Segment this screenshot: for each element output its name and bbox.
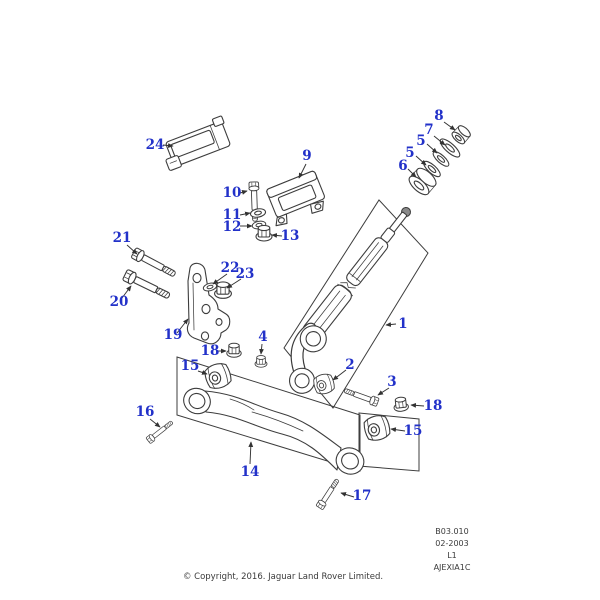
leader-21 bbox=[126, 244, 138, 255]
leader-5a bbox=[426, 143, 438, 154]
leader-1 bbox=[385, 322, 397, 327]
callout-15-right: 15 bbox=[404, 423, 423, 439]
sheet-code: L1 bbox=[447, 551, 457, 560]
leader-4 bbox=[259, 343, 264, 355]
drawing-code: B03.010 bbox=[435, 527, 469, 536]
callout-10: 10 bbox=[223, 185, 242, 201]
nut-13 bbox=[255, 224, 273, 242]
callout-12: 12 bbox=[223, 219, 242, 235]
nut-23 bbox=[214, 281, 232, 299]
callout-3: 3 bbox=[387, 374, 396, 390]
drawing-info-block: B03.010 02-2003 L1 AJEXIA1C bbox=[408, 526, 496, 574]
leader-9 bbox=[298, 163, 307, 179]
leader-lines bbox=[121, 121, 456, 498]
callout-2: 2 bbox=[345, 357, 354, 373]
leader-23 bbox=[226, 278, 242, 289]
callout-7: 7 bbox=[424, 122, 433, 138]
leader-16 bbox=[149, 418, 161, 428]
leader-8 bbox=[443, 121, 456, 131]
copyright-line: © Copyright, 2016. Jaguar Land Rover Lim… bbox=[182, 572, 384, 582]
bolt-17 bbox=[315, 477, 342, 511]
bushing-2 bbox=[311, 371, 337, 397]
leader-18-right bbox=[410, 402, 425, 408]
leader-5b bbox=[415, 155, 427, 166]
callout-17: 17 bbox=[353, 488, 372, 504]
callout-22: 22 bbox=[221, 260, 240, 276]
damper-assembly-box bbox=[283, 199, 429, 409]
callout-18-left: 18 bbox=[201, 343, 220, 359]
nut-4 bbox=[254, 355, 268, 368]
mounting-bracket-24 bbox=[165, 115, 231, 171]
callout-8: 8 bbox=[434, 108, 443, 124]
date-code: 02-2003 bbox=[435, 539, 469, 548]
callout-5a: 5 bbox=[416, 133, 425, 149]
leader-6 bbox=[407, 168, 417, 178]
bushing-8 bbox=[449, 122, 473, 147]
callout-labels: 1 2 3 4 5 5 6 7 8 9 10 11 12 13 14 15 15… bbox=[110, 108, 444, 504]
bolt-20 bbox=[121, 268, 173, 303]
leader-3 bbox=[377, 387, 390, 396]
leader-19 bbox=[176, 318, 189, 334]
callout-21: 21 bbox=[113, 230, 132, 246]
leader-11 bbox=[239, 211, 251, 217]
leader-17 bbox=[340, 492, 355, 498]
callout-18-right: 18 bbox=[424, 398, 443, 414]
leader-15-right bbox=[390, 427, 406, 433]
callout-19: 19 bbox=[164, 327, 183, 343]
nut-18-right bbox=[392, 396, 410, 413]
ref-code: AJEXIA1C bbox=[433, 563, 471, 572]
nut-18-left bbox=[226, 342, 242, 358]
leader-2 bbox=[332, 369, 347, 381]
bolt-21 bbox=[130, 246, 179, 281]
callout-13: 13 bbox=[281, 228, 300, 244]
callout-9: 9 bbox=[302, 148, 311, 164]
leader-7 bbox=[433, 135, 446, 146]
callout-24: 24 bbox=[146, 137, 165, 153]
bolt-3 bbox=[342, 385, 380, 408]
link-bar-14 bbox=[183, 387, 365, 475]
callout-6: 6 bbox=[398, 158, 407, 174]
callout-16: 16 bbox=[136, 404, 155, 420]
leader-10 bbox=[239, 190, 248, 195]
bolt-16 bbox=[145, 418, 175, 445]
leader-20 bbox=[121, 285, 132, 299]
leader-22 bbox=[212, 273, 228, 285]
callout-14: 14 bbox=[241, 464, 260, 480]
leader-24 bbox=[162, 143, 174, 148]
bushing-box bbox=[358, 412, 420, 472]
callout-4: 4 bbox=[258, 329, 267, 345]
callout-23: 23 bbox=[236, 266, 255, 282]
callout-5b: 5 bbox=[405, 145, 414, 161]
callout-15-left: 15 bbox=[181, 358, 200, 374]
pivot-bracket-19 bbox=[186, 262, 231, 345]
bushing-15-right bbox=[361, 412, 393, 444]
callout-1: 1 bbox=[398, 316, 407, 332]
leader-15-left bbox=[197, 370, 208, 375]
mounting-bracket-9 bbox=[266, 170, 325, 227]
callout-11: 11 bbox=[223, 207, 242, 223]
damper-assembly-1 bbox=[289, 207, 411, 394]
leader-13 bbox=[271, 233, 283, 238]
callout-20: 20 bbox=[110, 294, 129, 310]
bushing-15-left bbox=[202, 360, 234, 392]
leader-14 bbox=[248, 441, 254, 465]
